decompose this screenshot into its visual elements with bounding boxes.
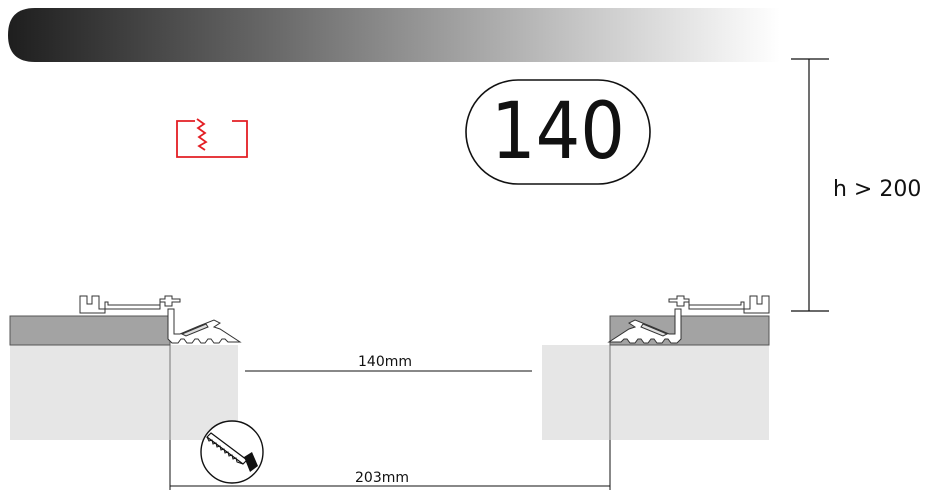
width-badge: 140	[465, 79, 651, 185]
inner-gap-label: 140mm	[358, 354, 412, 370]
height-label: h > 200	[833, 177, 921, 202]
right-profile	[607, 295, 770, 344]
left-slab	[9, 315, 238, 440]
sawtooth-cut-icon	[176, 118, 248, 158]
outer-gap-label: 203mm	[355, 470, 409, 486]
header-bar	[8, 8, 780, 62]
left-profile	[79, 295, 242, 344]
height-dimension	[791, 58, 829, 312]
badge-value: 140	[491, 87, 625, 177]
outer-gap-dimension	[169, 440, 611, 490]
hand-saw-icon	[200, 420, 264, 484]
